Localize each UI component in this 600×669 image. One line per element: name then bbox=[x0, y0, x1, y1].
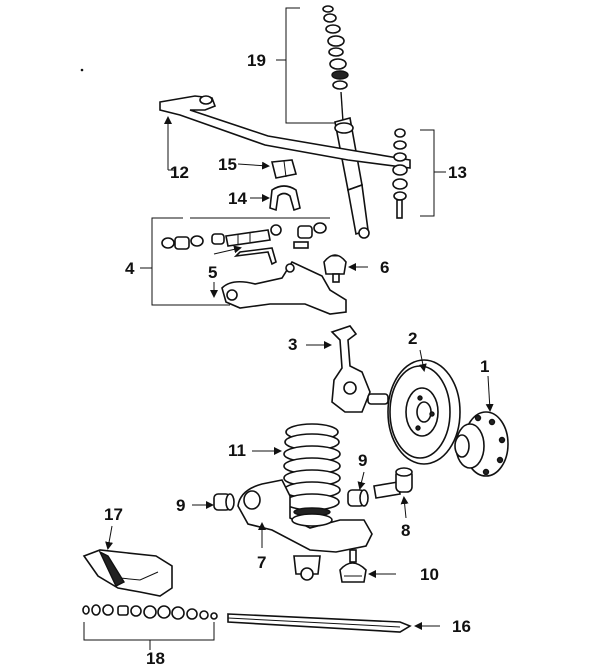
callout-label-8: 8 bbox=[401, 521, 410, 540]
lower-arm-bushing-right bbox=[347, 489, 369, 507]
stabilizer-link-hardware bbox=[392, 128, 408, 219]
callout-14: 14 bbox=[228, 189, 270, 208]
callout-7: 7 bbox=[257, 522, 266, 572]
callout-5: 5 bbox=[208, 245, 242, 298]
upper-ball-joint bbox=[323, 254, 347, 283]
callout-16: 16 bbox=[414, 617, 471, 636]
callout-11: 11 bbox=[228, 441, 282, 460]
upper-arm-shaft-kit bbox=[161, 217, 330, 266]
scan-dot bbox=[80, 68, 84, 72]
stabilizer-bracket bbox=[269, 185, 301, 212]
stabilizer-bushing bbox=[270, 159, 298, 179]
callout-4: 4 bbox=[125, 217, 230, 306]
callout-18: 18 bbox=[83, 622, 215, 668]
callout-label-6: 6 bbox=[380, 258, 389, 277]
callout-13: 13 bbox=[420, 129, 467, 217]
callout-label-9a: 9 bbox=[176, 496, 185, 515]
shock-upper-hardware-stack bbox=[322, 5, 349, 90]
brake-rotor bbox=[387, 359, 461, 465]
callout-label-14: 14 bbox=[228, 189, 247, 208]
callout-label-11: 11 bbox=[228, 441, 246, 460]
callout-label-17: 17 bbox=[104, 505, 123, 524]
coil-spring bbox=[283, 423, 341, 517]
lower-arm-pivot-shaft bbox=[373, 467, 413, 499]
callout-label-10: 10 bbox=[420, 565, 439, 584]
callout-8: 8 bbox=[400, 496, 410, 540]
upper-control-arm bbox=[221, 260, 347, 315]
callout-6: 6 bbox=[348, 258, 389, 277]
callout-17: 17 bbox=[104, 505, 123, 550]
strut-rod-hardware-kit bbox=[82, 604, 218, 620]
callout-19: 19 bbox=[247, 7, 335, 124]
strut-rod bbox=[227, 613, 412, 633]
callout-label-7: 7 bbox=[257, 553, 266, 572]
lower-ball-joint bbox=[339, 549, 367, 583]
callout-3: 3 bbox=[288, 335, 332, 354]
callout-2: 2 bbox=[408, 329, 427, 372]
callout-1: 1 bbox=[480, 357, 494, 412]
lower-control-arm bbox=[237, 479, 373, 581]
wheel-hub bbox=[454, 411, 509, 477]
skid-plate-bracket bbox=[82, 549, 173, 597]
steering-knuckle bbox=[330, 325, 389, 413]
callout-label-2: 2 bbox=[408, 329, 417, 348]
callout-label-9b: 9 bbox=[358, 451, 367, 470]
callout-label-13: 13 bbox=[448, 163, 467, 182]
callout-9b: 9 bbox=[357, 451, 367, 490]
shock-absorber-assembly bbox=[322, 5, 370, 239]
callout-label-5: 5 bbox=[208, 263, 217, 282]
stabilizer-bar bbox=[159, 95, 411, 169]
callout-label-19: 19 bbox=[247, 51, 266, 70]
lower-arm-bushing-left bbox=[213, 493, 235, 511]
callout-9a: 9 bbox=[176, 496, 214, 515]
callout-label-3: 3 bbox=[288, 335, 297, 354]
callout-label-16: 16 bbox=[452, 617, 471, 636]
callout-label-15: 15 bbox=[218, 155, 237, 174]
callout-12: 12 bbox=[164, 116, 189, 182]
callout-label-18: 18 bbox=[146, 649, 165, 668]
callout-10: 10 bbox=[368, 565, 439, 584]
callout-label-12: 12 bbox=[170, 163, 189, 182]
callout-15: 15 bbox=[218, 155, 270, 174]
callout-label-4: 4 bbox=[125, 259, 135, 278]
callout-label-1: 1 bbox=[480, 357, 489, 376]
